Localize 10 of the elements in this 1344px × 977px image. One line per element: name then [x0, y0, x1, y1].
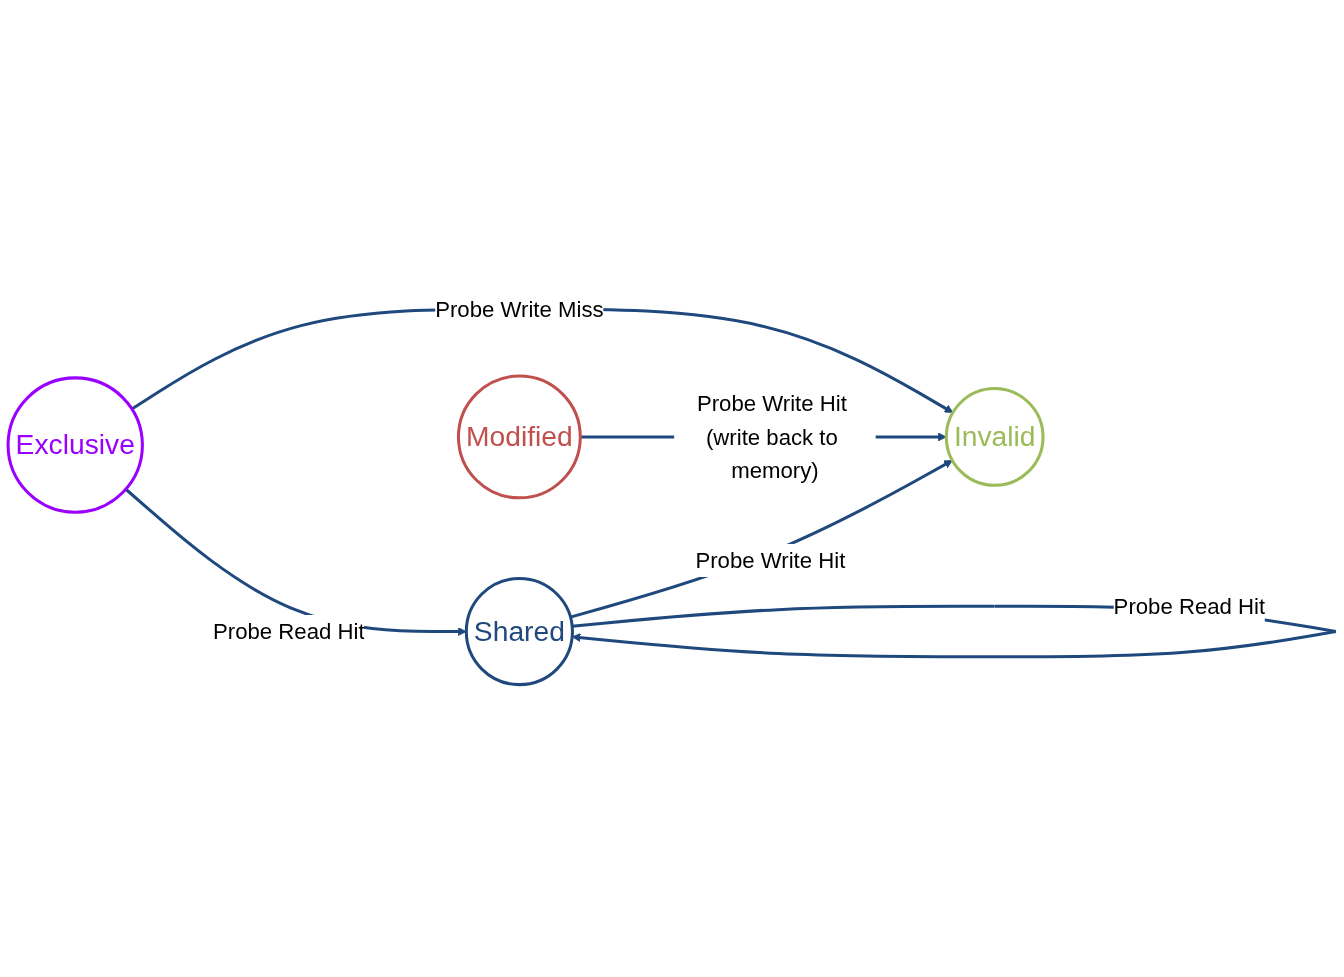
edge-label: Probe Read Hit — [1113, 593, 1266, 619]
edge-label: Probe Read Hit — [212, 618, 365, 645]
node-circle: Invalid — [944, 387, 1045, 487]
node-circle: Exclusive — [6, 376, 144, 514]
node-circle: Modified — [456, 374, 582, 500]
edge-label: Probe Write Hit — [695, 547, 846, 574]
edge-label: Probe Write Hit (write back to memory) — [696, 391, 847, 483]
arrow — [570, 460, 953, 619]
edge-label: Probe Write Miss — [435, 296, 604, 322]
node-circle: Shared — [464, 577, 574, 687]
